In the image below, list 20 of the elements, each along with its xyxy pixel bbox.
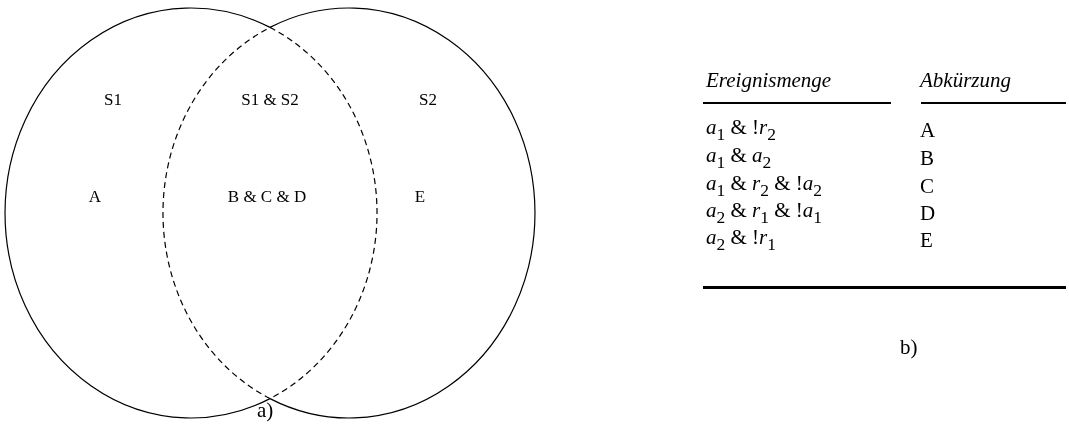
table-cell: a$_{2}$ & r$_{1}$ & !a$_{1}$	[706, 198, 823, 228]
panel-label: a)	[257, 397, 274, 423]
table-cell: C	[920, 173, 934, 199]
region-label: E	[414, 187, 426, 207]
table-cell: a$_{2}$ & !r$_{1}$	[706, 225, 776, 255]
set-name: S1	[104, 90, 122, 110]
table-cell: a$_{1}$ & !r$_{2}$	[706, 115, 776, 145]
region-label: A	[88, 187, 102, 207]
panel-label: b)	[900, 334, 918, 360]
table-cell: A	[920, 117, 936, 143]
column-header: Ereignismenge	[706, 67, 832, 93]
table-cell: a$_{1}$ & a$_{2}$	[706, 143, 772, 173]
table-cell: D	[920, 200, 936, 226]
table-cell: B	[920, 145, 934, 171]
set-name: S2	[419, 90, 437, 110]
table-cell: a$_{1}$ & r$_{2}$ & !a$_{2}$	[706, 171, 823, 201]
column-header: Abkürzung	[920, 67, 1011, 93]
set-name: S1 & S2	[241, 90, 299, 110]
region-label: B & C & D	[227, 187, 307, 207]
table-cell: E	[920, 227, 933, 253]
